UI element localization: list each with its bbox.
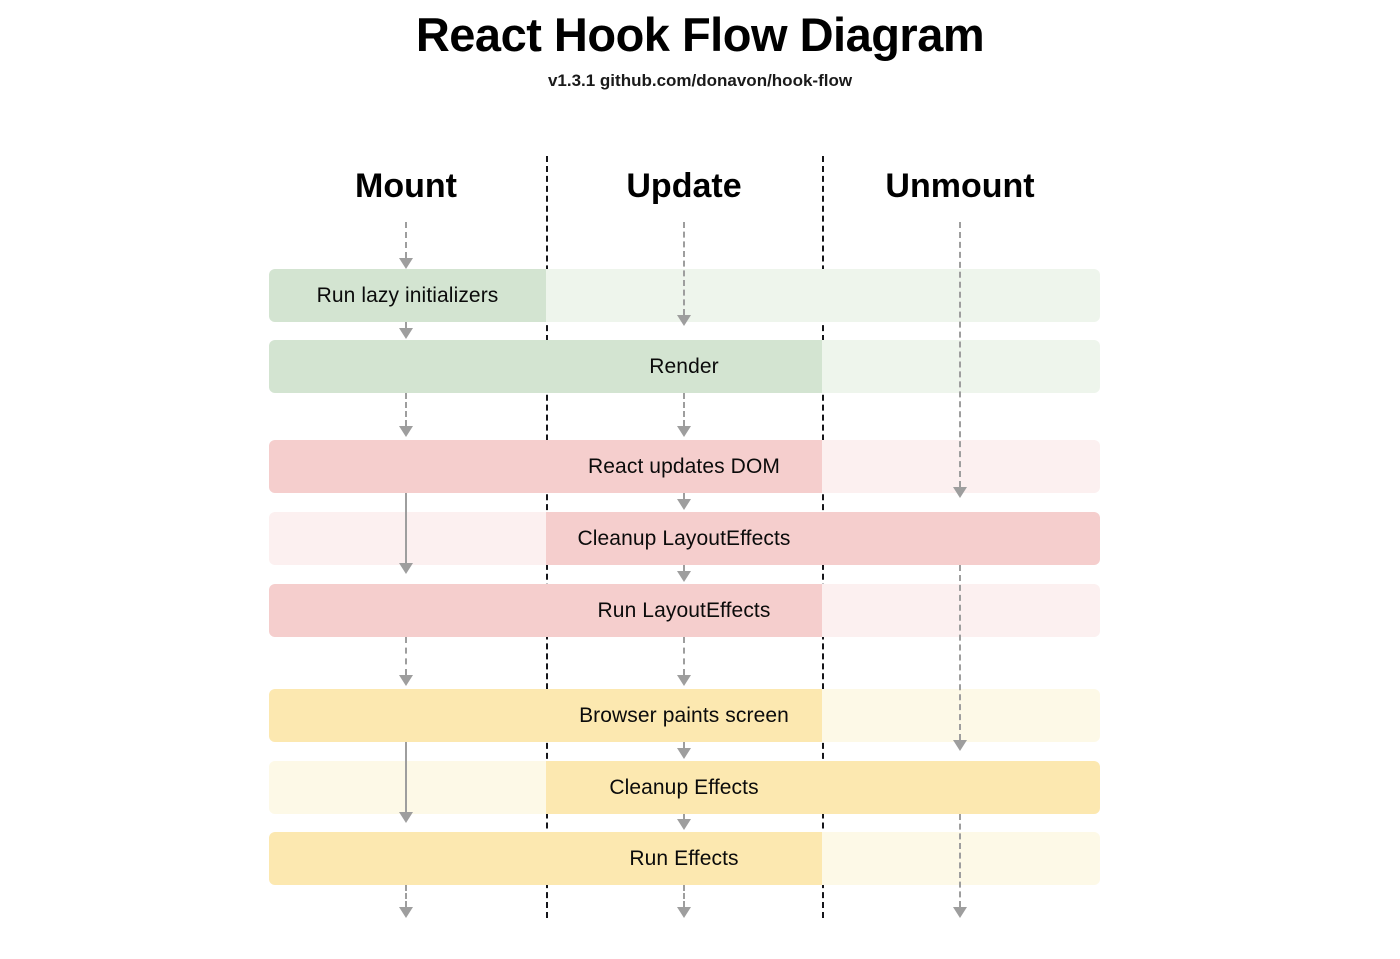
cell-react-updates-dom-mount xyxy=(269,440,546,493)
diagram-header: React Hook Flow Diagram v1.3.1 github.co… xyxy=(0,0,1400,91)
cell-cleanup-layouteffects-update: Cleanup LayoutEffects xyxy=(546,512,822,565)
arrow-down-icon-unmount-enter-cleanup xyxy=(953,487,967,498)
cell-run-layouteffects-update: Run LayoutEffects xyxy=(546,584,822,637)
flow-row-run-effects: Run Effects xyxy=(269,832,1100,885)
connector-unmount-enter-cleanup xyxy=(959,222,961,487)
connector-mount-layout-to-paint xyxy=(405,637,407,675)
cell-cleanup-effects-unmount xyxy=(822,761,1100,814)
connector-update-cleanup-to-run xyxy=(683,565,685,571)
connector-update-enter-render xyxy=(683,222,685,315)
cell-run-effects-mount xyxy=(269,832,546,885)
flow-row-run-layouteffects: Run LayoutEffects xyxy=(269,584,1100,637)
row-label-cleanup-layouteffects: Cleanup LayoutEffects xyxy=(577,526,791,550)
arrow-down-icon-unmount-exit xyxy=(953,907,967,918)
row-label-render: Render xyxy=(649,354,719,378)
flow-row-react-updates-dom: React updates DOM xyxy=(269,440,1100,493)
row-label-run-layouteffects: Run LayoutEffects xyxy=(597,598,771,622)
arrow-down-icon-update-dom-to-cleanup xyxy=(677,499,691,510)
cell-browser-paints-screen-mount xyxy=(269,689,546,742)
cell-run-lazy-initializers-unmount xyxy=(822,269,1100,322)
connector-update-paint-to-cleanup xyxy=(683,742,685,748)
cell-browser-paints-screen-update: Browser paints screen xyxy=(546,689,822,742)
cell-run-effects-update: Run Effects xyxy=(546,832,822,885)
connector-unmount-exit xyxy=(959,814,961,907)
arrow-down-icon-mount-dom-to-layout xyxy=(399,563,413,574)
page-subtitle: v1.3.1 github.com/donavon/hook-flow xyxy=(547,70,853,90)
connector-mount-render-to-dom xyxy=(405,393,407,426)
arrow-down-icon-mount-enter-lazy xyxy=(399,258,413,269)
connector-update-exit xyxy=(683,885,685,907)
arrow-down-icon-update-run-to-paint xyxy=(677,675,691,686)
connector-update-render-to-dom xyxy=(683,393,685,426)
column-header-mount: Mount xyxy=(355,167,457,205)
arrow-down-icon-update-paint-to-cleanup xyxy=(677,748,691,759)
arrow-down-icon-unmount-to-cleanup-fx xyxy=(953,740,967,751)
row-label-run-effects: Run Effects xyxy=(629,846,739,870)
connector-mount-paint-to-effects xyxy=(405,742,407,812)
cell-react-updates-dom-update: React updates DOM xyxy=(546,440,822,493)
arrow-down-icon-mount-lazy-to-render xyxy=(399,328,413,339)
cell-cleanup-layouteffects-mount xyxy=(269,512,546,565)
connector-mount-exit xyxy=(405,885,407,907)
cell-cleanup-effects-mount xyxy=(269,761,546,814)
row-label-run-lazy-initializers: Run lazy initializers xyxy=(316,283,499,307)
connector-mount-enter-lazy xyxy=(405,222,407,258)
cell-cleanup-layouteffects-unmount xyxy=(822,512,1100,565)
cell-browser-paints-screen-unmount xyxy=(822,689,1100,742)
arrow-down-icon-update-cleanup-to-run xyxy=(677,571,691,582)
flow-row-render: Render xyxy=(269,340,1100,393)
connector-mount-lazy-to-render xyxy=(405,322,407,328)
arrow-down-icon-mount-render-to-dom xyxy=(399,426,413,437)
connector-unmount-to-cleanup-fx xyxy=(959,565,961,740)
cell-run-lazy-initializers-mount: Run lazy initializers xyxy=(269,269,546,322)
arrow-down-icon-mount-exit xyxy=(399,907,413,918)
connector-update-dom-to-cleanup xyxy=(683,493,685,499)
column-header-update: Update xyxy=(626,167,742,205)
arrow-down-icon-update-enter-render xyxy=(677,315,691,326)
connector-update-run-to-paint xyxy=(683,637,685,675)
flow-row-cleanup-layouteffects: Cleanup LayoutEffects xyxy=(269,512,1100,565)
column-header-unmount: Unmount xyxy=(885,167,1035,205)
connector-update-cleanup-to-effects xyxy=(683,814,685,819)
cell-render-update: Render xyxy=(546,340,822,393)
arrow-down-icon-update-render-to-dom xyxy=(677,426,691,437)
cell-run-effects-unmount xyxy=(822,832,1100,885)
cell-run-layouteffects-mount xyxy=(269,584,546,637)
cell-react-updates-dom-unmount xyxy=(822,440,1100,493)
row-label-cleanup-effects: Cleanup Effects xyxy=(609,775,759,799)
cell-render-mount xyxy=(269,340,546,393)
row-label-browser-paints-screen: Browser paints screen xyxy=(579,703,789,727)
row-label-react-updates-dom: React updates DOM xyxy=(588,454,780,478)
cell-render-unmount xyxy=(822,340,1100,393)
arrow-down-icon-update-cleanup-to-effects xyxy=(677,819,691,830)
arrow-down-icon-mount-paint-to-effects xyxy=(399,812,413,823)
cell-run-layouteffects-unmount xyxy=(822,584,1100,637)
arrow-down-icon-mount-layout-to-paint xyxy=(399,675,413,686)
cell-cleanup-effects-update: Cleanup Effects xyxy=(546,761,822,814)
flow-row-cleanup-effects: Cleanup Effects xyxy=(269,761,1100,814)
flow-row-browser-paints-screen: Browser paints screen xyxy=(269,689,1100,742)
arrow-down-icon-update-exit xyxy=(677,907,691,918)
connector-mount-dom-to-layout xyxy=(405,493,407,563)
page-title: React Hook Flow Diagram xyxy=(415,8,985,61)
